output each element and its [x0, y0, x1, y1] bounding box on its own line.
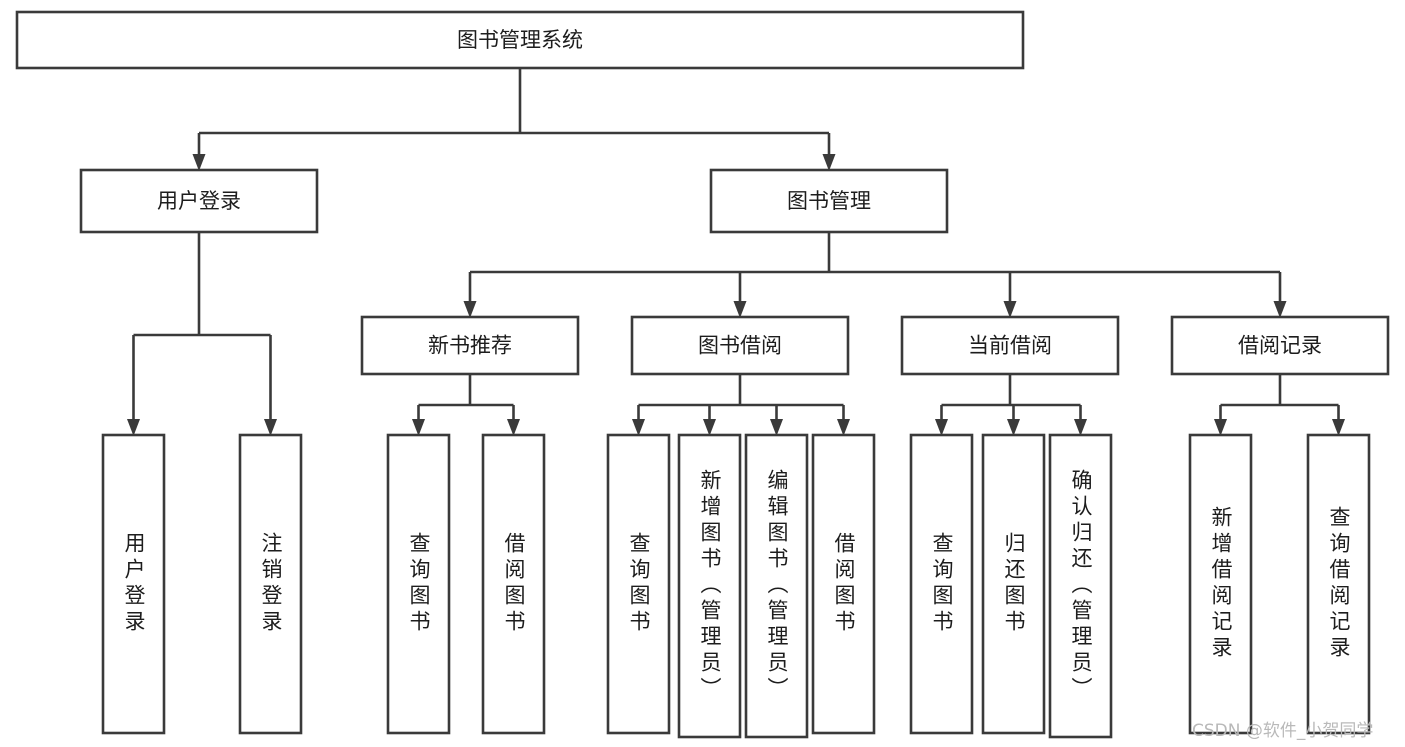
arrow-head-icon	[1007, 419, 1020, 436]
node-leaf-user-logout[interactable]	[238, 433, 303, 735]
arrow-head-icon	[935, 419, 948, 436]
node-box[interactable]	[79, 168, 319, 234]
node-box[interactable]	[909, 433, 974, 735]
node-newbook[interactable]: 新书推荐	[360, 315, 580, 376]
node-box[interactable]	[677, 433, 742, 739]
node-leaf-edit-book[interactable]	[744, 433, 809, 739]
node-label: 图书借阅	[698, 334, 782, 358]
node-label: 图书管理系统	[457, 28, 583, 52]
node-label: 用户登录	[157, 189, 241, 213]
node-box[interactable]	[481, 433, 546, 735]
node-box[interactable]	[1170, 315, 1390, 376]
connector-borrow	[632, 374, 850, 436]
node-box[interactable]	[744, 433, 809, 739]
arrow-head-icon	[837, 419, 850, 436]
arrow-head-icon	[1332, 419, 1345, 436]
node-login[interactable]: 用户登录	[79, 168, 319, 234]
node-borrow[interactable]: 图书借阅	[630, 315, 850, 376]
node-leaf-add-record[interactable]	[1188, 433, 1253, 735]
node-leaf-return-book[interactable]	[981, 433, 1046, 735]
connector-login	[127, 232, 277, 436]
connector-newbook	[412, 374, 520, 436]
node-label: 新书推荐	[428, 334, 512, 358]
node-box[interactable]	[360, 315, 580, 376]
node-box[interactable]	[981, 433, 1046, 735]
arrow-head-icon	[264, 419, 277, 436]
node-box[interactable]	[630, 315, 850, 376]
node-leaf-user-login[interactable]	[101, 433, 166, 735]
node-box[interactable]	[386, 433, 451, 735]
connector-bookmgmt	[463, 232, 1287, 318]
node-leaf-borrow-book-2[interactable]	[811, 433, 876, 735]
arrow-head-icon	[1214, 419, 1227, 436]
node-leaf-query-book-2[interactable]	[606, 433, 671, 735]
node-leaf-borrow-book-1[interactable]	[481, 433, 546, 735]
connector-root	[192, 68, 836, 171]
connector-records	[1214, 374, 1345, 436]
connector-current	[935, 374, 1087, 436]
arrow-head-icon	[770, 419, 783, 436]
node-label: 图书管理	[787, 189, 871, 213]
node-box[interactable]	[811, 433, 876, 735]
node-box[interactable]	[101, 433, 166, 735]
node-label: 借阅记录	[1238, 334, 1322, 358]
arrow-head-icon	[1003, 301, 1017, 318]
connector-layer	[127, 68, 1345, 436]
arrow-head-icon	[1273, 301, 1287, 318]
node-box[interactable]	[1188, 433, 1253, 735]
node-box[interactable]	[15, 10, 1025, 70]
node-box[interactable]	[238, 433, 303, 735]
node-box[interactable]	[606, 433, 671, 735]
arrow-head-icon	[507, 419, 520, 436]
node-box[interactable]	[1306, 433, 1371, 735]
node-label: 当前借阅	[968, 334, 1052, 358]
arrow-head-icon	[127, 419, 140, 436]
node-box[interactable]	[1048, 433, 1113, 739]
arrow-head-icon	[192, 154, 206, 171]
node-records[interactable]: 借阅记录	[1170, 315, 1390, 376]
node-box[interactable]	[900, 315, 1120, 376]
arrow-head-icon	[1074, 419, 1087, 436]
arrow-head-icon	[412, 419, 425, 436]
arrow-head-icon	[463, 301, 477, 318]
arrow-head-icon	[632, 419, 645, 436]
arrow-head-icon	[733, 301, 747, 318]
arrow-head-icon	[822, 154, 836, 171]
node-bookmgmt[interactable]: 图书管理	[709, 168, 949, 234]
node-leaf-add-book[interactable]	[677, 433, 742, 739]
node-box[interactable]	[709, 168, 949, 234]
node-leaf-query-book-1[interactable]	[386, 433, 451, 735]
arrow-head-icon	[703, 419, 716, 436]
node-root[interactable]: 图书管理系统	[15, 10, 1025, 70]
node-current[interactable]: 当前借阅	[900, 315, 1120, 376]
node-leaf-query-record[interactable]	[1306, 433, 1371, 735]
node-leaf-confirm-return[interactable]	[1048, 433, 1113, 739]
csdn-watermark: CSDN @软件_小贺同学	[1192, 721, 1374, 741]
node-leaf-query-book-3[interactable]	[909, 433, 974, 735]
